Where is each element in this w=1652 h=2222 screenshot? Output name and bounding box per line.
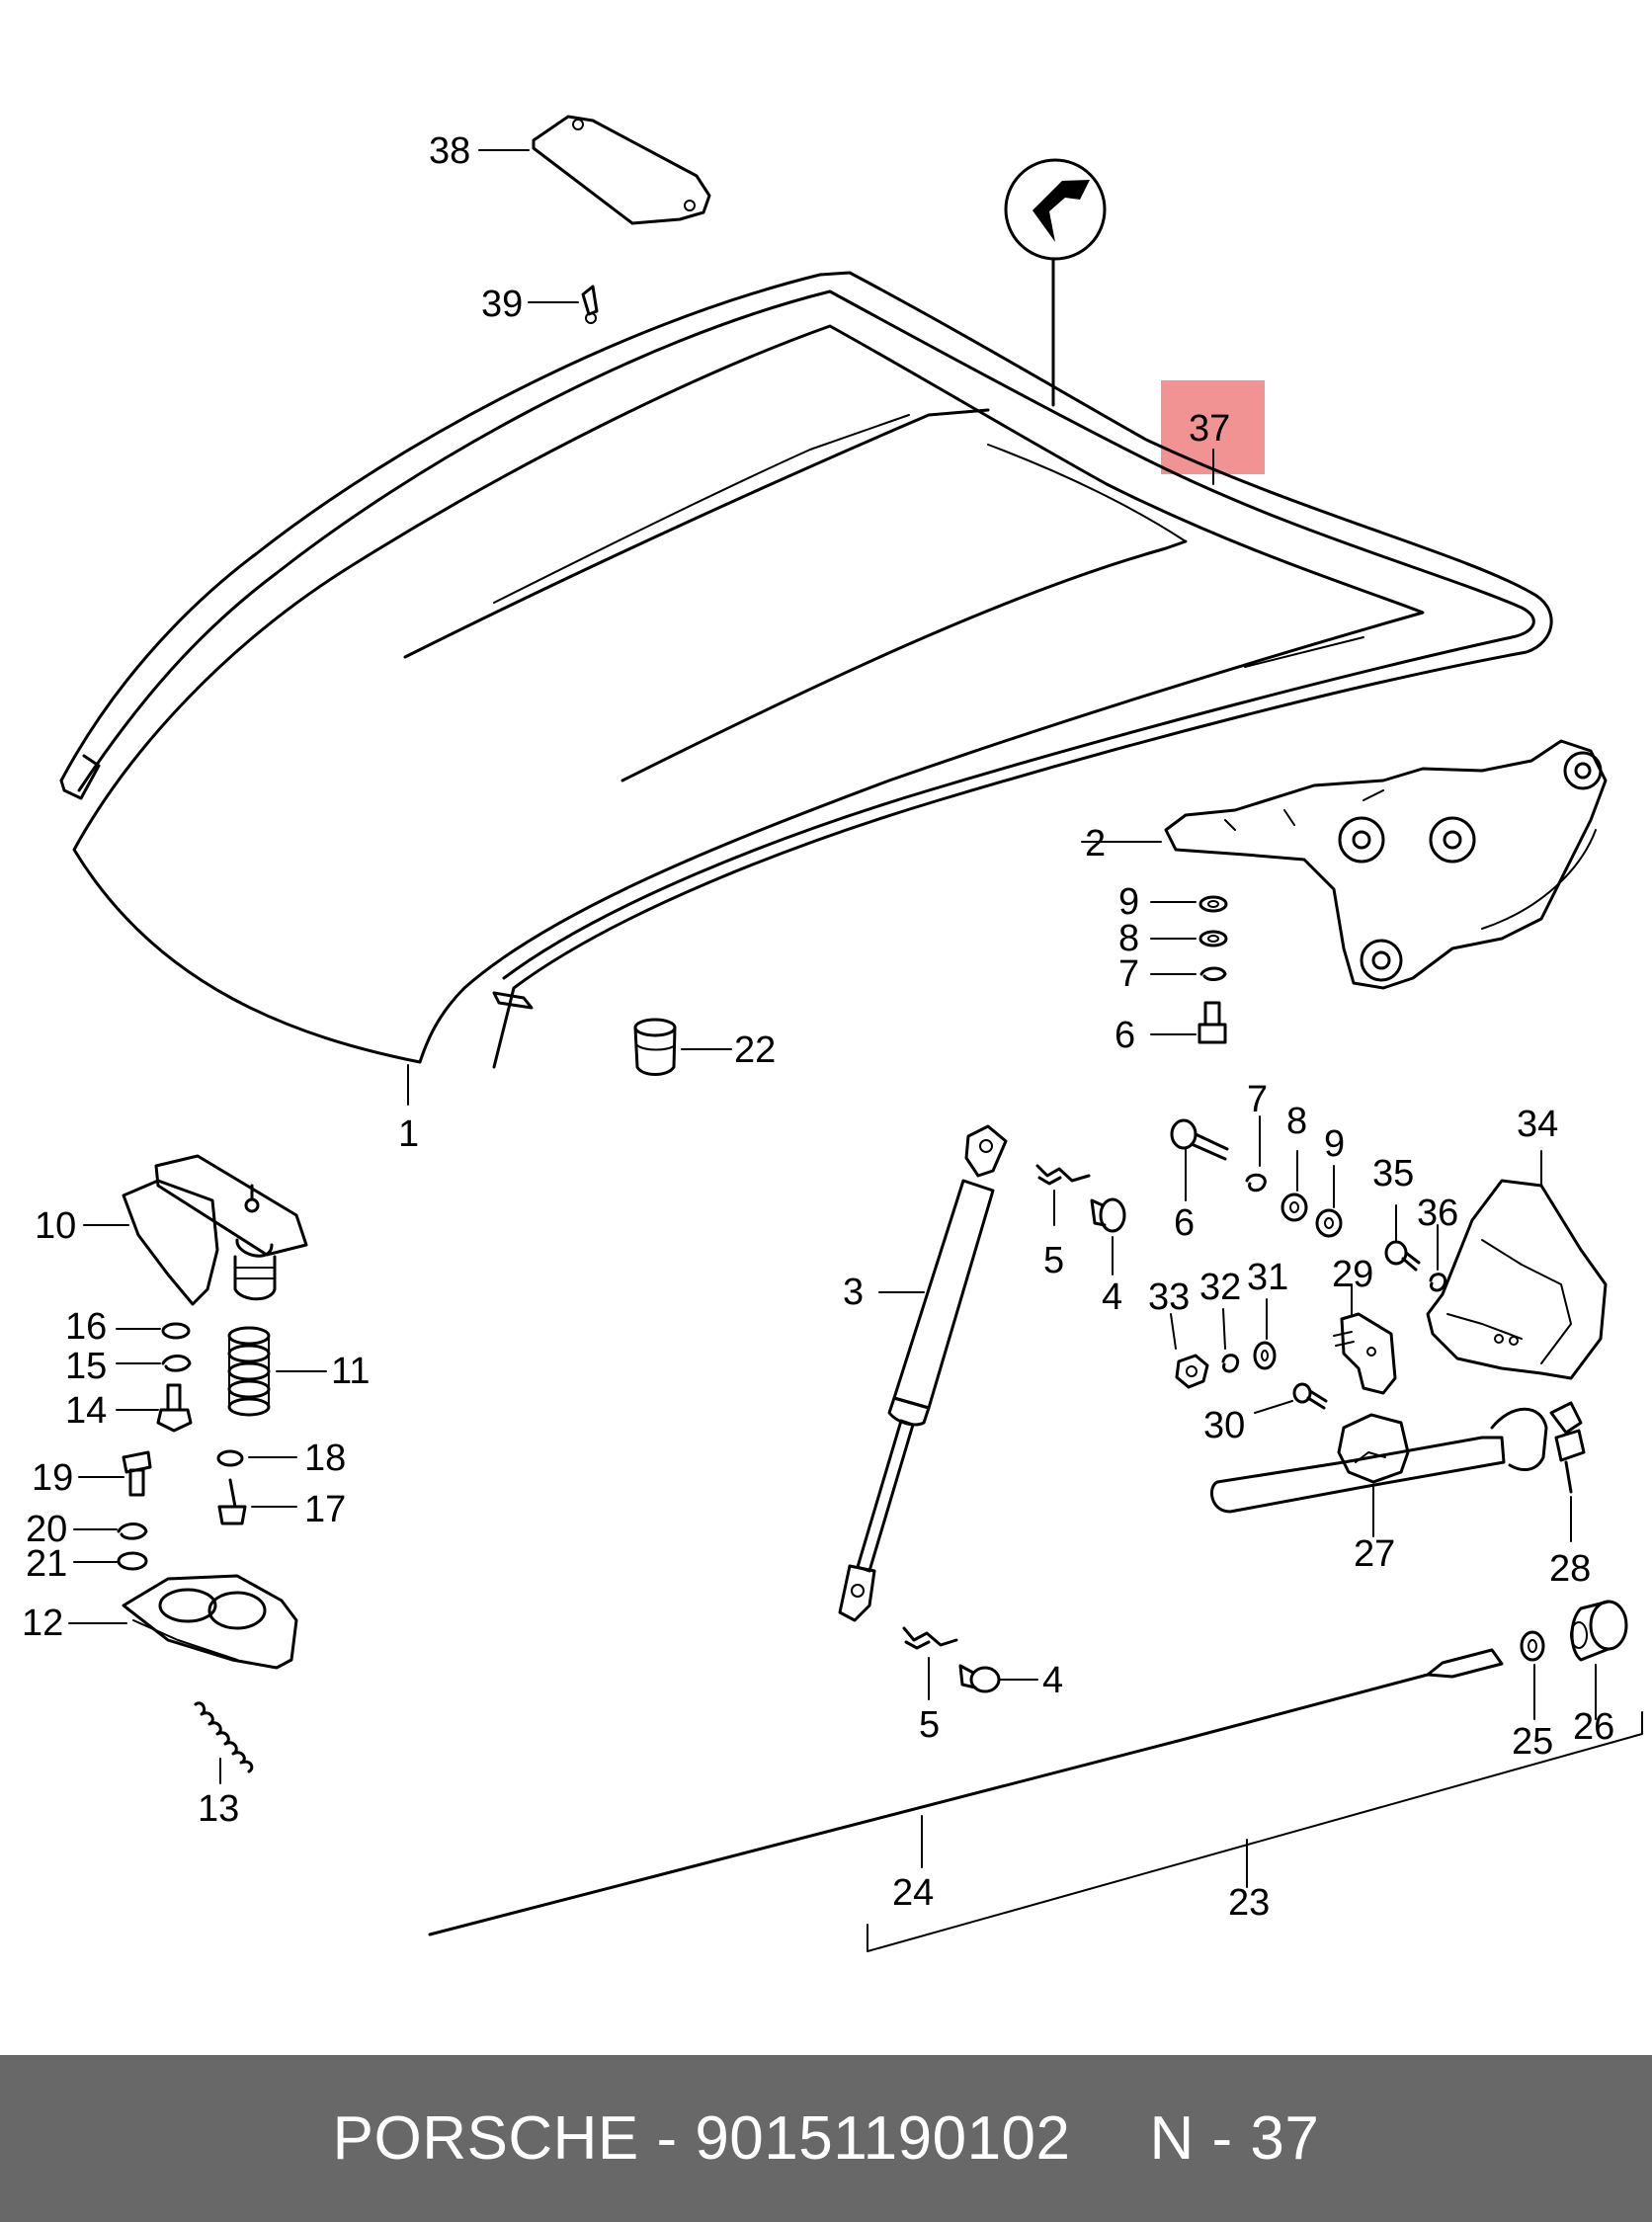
part-9-washer-center[interactable] (1315, 1165, 1343, 1238)
part-31-washer[interactable] (1253, 1298, 1277, 1370)
part-3-gas-strut[interactable] (838, 1124, 1008, 1622)
part-4-pin-lower[interactable] (958, 1664, 1038, 1693)
part-34-cover[interactable] (1426, 1150, 1608, 1380)
part-label: 22 (734, 1029, 776, 1071)
part-label: 28 (1549, 1548, 1591, 1590)
part-7-spring-washer-center[interactable] (1245, 1115, 1267, 1193)
part-label: 3 (843, 1272, 864, 1313)
part-label: 4 (1102, 1276, 1122, 1318)
part-number: 90151190102 (695, 2104, 1071, 2173)
part-label: 36 (1417, 1193, 1458, 1234)
part-label: 21 (26, 1543, 67, 1585)
footer-part-info-bar: PORSCHE - 90151190102 N - 37 (0, 2055, 1652, 2222)
part-20-spring-washer[interactable] (73, 1522, 148, 1540)
part-label: 12 (22, 1603, 63, 1644)
part-35-bolt[interactable] (1384, 1204, 1421, 1272)
part-29-bracket[interactable] (1333, 1283, 1397, 1395)
part-label: 7 (1247, 1079, 1268, 1120)
part-15-spring-washer[interactable] (116, 1355, 192, 1372)
part-30-screw[interactable] (1254, 1382, 1328, 1414)
part-38-cover-plate[interactable] (478, 115, 711, 225)
part-label: 2 (1085, 823, 1106, 864)
part-6-bolt-center[interactable] (1170, 1118, 1229, 1201)
parts-diagram: 38 39 37 1 2 9 8 7 6 22 10 16 15 14 11 1… (22, 115, 1643, 1952)
part-label: 9 (1118, 881, 1139, 923)
part-11-spring[interactable] (227, 1326, 327, 1417)
part-27-release-rod[interactable] (1209, 1407, 1548, 1537)
diagram-reference: N - 37 (1149, 2104, 1320, 2173)
part-label: 10 (35, 1205, 76, 1247)
part-26-grommet[interactable] (1570, 1600, 1628, 1720)
exploded-view-drawing: 38 39 37 1 2 9 8 7 6 22 10 16 15 14 11 1… (22, 115, 1643, 1952)
part-10-lock[interactable] (83, 1154, 308, 1306)
part-label: 38 (429, 130, 470, 172)
part-label: 16 (65, 1306, 107, 1348)
porsche-emblem-symbol (1004, 158, 1107, 407)
part-label: 35 (1372, 1153, 1414, 1194)
part-label: 20 (26, 1509, 67, 1550)
part-label: 1 (398, 1113, 419, 1155)
part-13-tension-spring[interactable] (194, 1701, 254, 1784)
part-4-pin-upper[interactable] (1090, 1197, 1126, 1276)
part-label: 5 (1043, 1240, 1064, 1281)
part-label: 8 (1118, 918, 1139, 959)
part-label: 34 (1517, 1104, 1558, 1145)
part-label: 31 (1247, 1257, 1288, 1298)
part-label: 7 (1118, 953, 1139, 995)
part-label: 33 (1148, 1276, 1190, 1318)
part-label: 29 (1332, 1254, 1373, 1295)
part-21-washer[interactable] (73, 1551, 148, 1571)
part-28-lock-key[interactable] (1549, 1401, 1586, 1542)
part-8-washer[interactable] (1150, 930, 1228, 947)
part-label: 6 (1174, 1202, 1195, 1244)
part-label: 13 (198, 1788, 239, 1830)
part-32-spring-washer[interactable] (1221, 1308, 1240, 1373)
part-label: 25 (1512, 1721, 1553, 1763)
part-2-hinge[interactable] (1081, 739, 1608, 990)
part-33-nut[interactable] (1170, 1313, 1209, 1389)
part-label: 6 (1115, 1015, 1135, 1056)
brand-name: PORSCHE (332, 2104, 639, 2173)
part-5-clip-upper[interactable] (1035, 1164, 1091, 1226)
part-label: 8 (1286, 1101, 1307, 1142)
part-9-washer[interactable] (1150, 895, 1228, 913)
part-label: 30 (1203, 1405, 1245, 1446)
part-7-spring-washer[interactable] (1150, 966, 1227, 981)
part-label: 24 (892, 1872, 934, 1914)
part-label: 14 (65, 1390, 107, 1432)
part-39-clip[interactable] (528, 285, 599, 324)
part-label-highlighted: 37 (1189, 408, 1230, 450)
part-36-spring-washer[interactable] (1429, 1224, 1447, 1292)
part-17-screw[interactable] (217, 1478, 297, 1525)
part-label: 18 (304, 1438, 346, 1479)
part-16-washer[interactable] (116, 1322, 191, 1340)
part-label: 11 (331, 1351, 370, 1392)
part-label: 15 (65, 1346, 107, 1387)
part-label: 4 (1042, 1660, 1063, 1701)
part-1-bonnet[interactable] (59, 271, 1553, 1106)
part-19-bolt[interactable] (78, 1450, 152, 1497)
part-label: 5 (919, 1704, 940, 1746)
part-label: 32 (1199, 1267, 1241, 1308)
part-14-bolt[interactable] (116, 1383, 193, 1433)
part-5-clip-lower[interactable] (902, 1626, 958, 1700)
part-22-rubber-buffer[interactable] (633, 1018, 732, 1076)
part-label: 19 (32, 1457, 73, 1499)
part-label: 27 (1354, 1533, 1395, 1575)
part-label: 39 (481, 284, 523, 325)
part-23-cable-assembly-bracket[interactable] (867, 1711, 1643, 1952)
part-8-washer-center[interactable] (1280, 1150, 1308, 1222)
part-label: 9 (1324, 1123, 1345, 1165)
part-18-washer[interactable] (216, 1449, 297, 1467)
part-label: 26 (1573, 1706, 1614, 1748)
part-24-cable[interactable] (428, 1648, 1504, 1936)
separator: - (638, 2104, 696, 2173)
part-25-washer[interactable] (1520, 1630, 1545, 1720)
part-label: 17 (304, 1489, 346, 1530)
part-12-base-plate[interactable] (68, 1574, 298, 1670)
part-label: 23 (1228, 1882, 1270, 1924)
part-6-bolt[interactable] (1150, 1001, 1227, 1044)
